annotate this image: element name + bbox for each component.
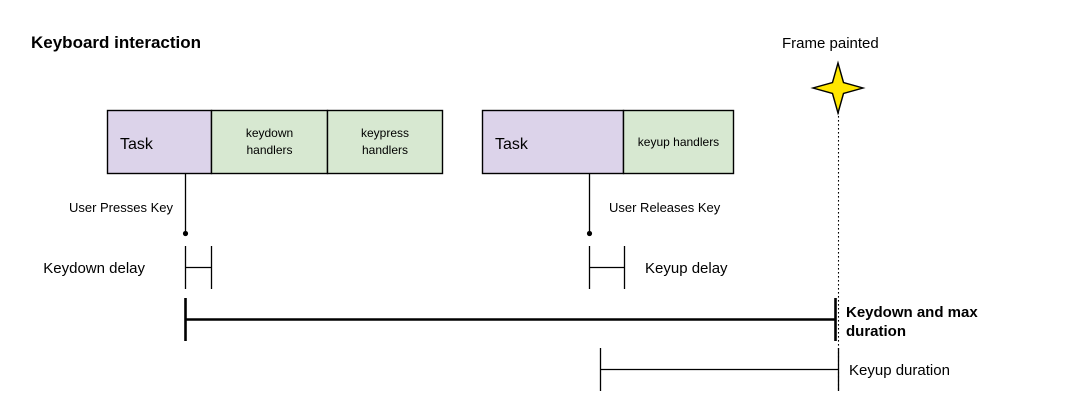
keyup-duration-label: Keyup duration <box>849 362 950 379</box>
keyup-handlers-box[interactable] <box>622 109 735 175</box>
keyup-delay-label: Keyup delay <box>645 260 728 277</box>
keydown-delay-measure: Keydown delay <box>43 246 213 289</box>
keydown-handlers-label-line1: keydown <box>246 126 293 140</box>
page-title: Keyboard interaction <box>31 33 201 52</box>
keydown-handlers-box[interactable] <box>210 109 329 175</box>
keydown-group: Task keydown handlers keypress handlers … <box>69 109 444 237</box>
keyup-group: Task keyup handlers User Releases Key <box>481 109 735 237</box>
keyup-event-dot <box>586 230 593 237</box>
keyup-delay-measure: Keyup delay <box>588 246 728 289</box>
keyup-handlers-label: keyup handlers <box>638 135 719 149</box>
user-presses-key-label: User Presses Key <box>69 200 174 215</box>
keypress-handlers-label-line1: keypress <box>361 126 409 140</box>
keydown-max-duration-label-line2: duration <box>846 323 906 340</box>
keydown-delay-label: Keydown delay <box>43 260 145 277</box>
task-box-keydown-label: Task <box>120 136 154 153</box>
task-box-keyup[interactable] <box>481 109 625 175</box>
keydown-handlers-label-line2: handlers <box>246 143 292 157</box>
keydown-max-duration-measure: Keydown and max duration <box>184 298 978 341</box>
four-point-star-icon <box>810 60 866 116</box>
user-releases-key-label: User Releases Key <box>609 200 721 215</box>
task-box-keyup-label: Task <box>495 136 529 153</box>
task-box-keydown[interactable] <box>106 109 213 175</box>
keypress-handlers-box[interactable] <box>326 109 444 175</box>
keydown-event-dot <box>182 230 189 237</box>
keydown-max-duration-label-line1: Keydown and max <box>846 304 978 321</box>
frame-painted-label: Frame painted <box>782 35 879 52</box>
keypress-handlers-label-line2: handlers <box>362 143 408 157</box>
keyup-duration-measure: Keyup duration <box>599 348 950 391</box>
